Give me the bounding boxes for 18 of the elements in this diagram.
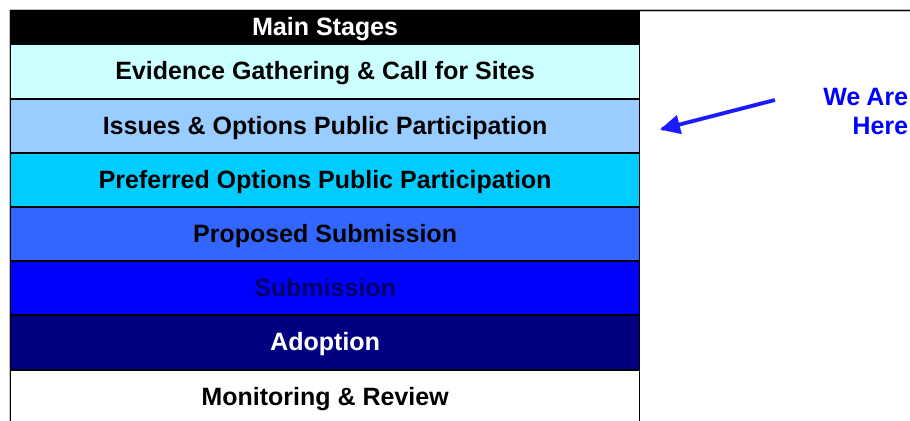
stage-label: Submission xyxy=(254,274,396,302)
stage-band xyxy=(10,99,640,153)
stage-label: Issues & Options Public Participation xyxy=(102,112,548,140)
stage-band xyxy=(10,315,640,370)
stage-band xyxy=(10,44,640,99)
stage-band xyxy=(10,370,640,421)
stage-label: Proposed Submission xyxy=(193,220,457,248)
arrow xyxy=(660,98,776,134)
stage-band xyxy=(10,261,640,315)
stage-band xyxy=(10,207,640,261)
callout-text: We Are Here xyxy=(822,83,908,141)
header-band xyxy=(10,10,640,44)
stage-label: Preferred Options Public Participation xyxy=(98,166,552,194)
stage-label: Adoption xyxy=(270,328,380,357)
stage-label: Monitoring & Review xyxy=(201,383,449,412)
stage-band xyxy=(10,153,640,207)
stage-label: Evidence Gathering & Call for Sites xyxy=(115,57,535,86)
table-heading: Main Stages xyxy=(252,12,398,42)
